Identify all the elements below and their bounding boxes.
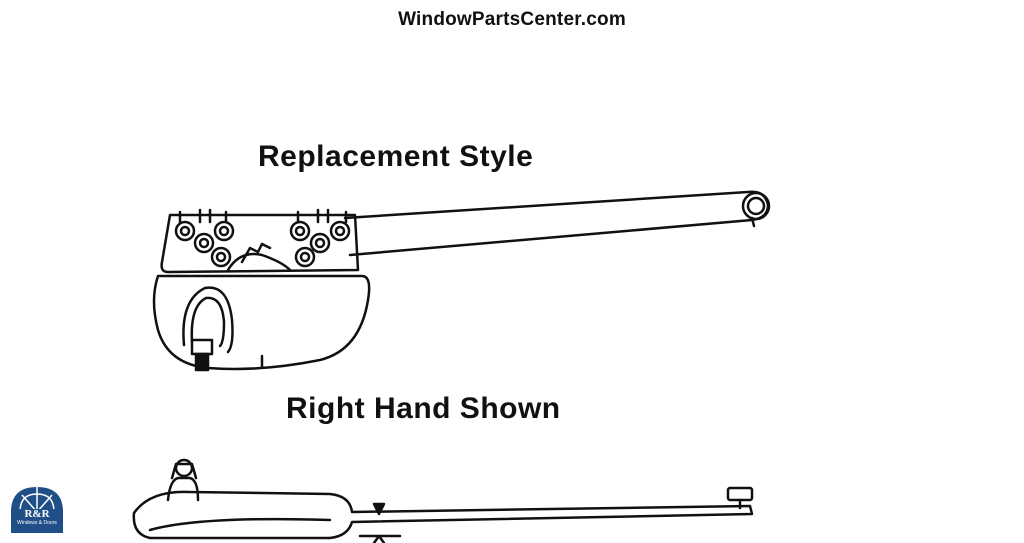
logo-mark: R&R [24, 508, 50, 520]
screw-icons-right [289, 208, 351, 268]
logo-icon [9, 485, 65, 533]
screw-icons-left [174, 208, 235, 268]
logo-subtitle: Windows & Doors [17, 520, 57, 526]
right-hand-shown-heading: Right Hand Shown [286, 392, 561, 425]
operator-top-view [152, 190, 771, 372]
replacement-style-heading: Replacement Style [258, 140, 534, 173]
site-title[interactable]: WindowPartsCenter.com [398, 9, 626, 30]
operator-side-view [132, 458, 754, 543]
